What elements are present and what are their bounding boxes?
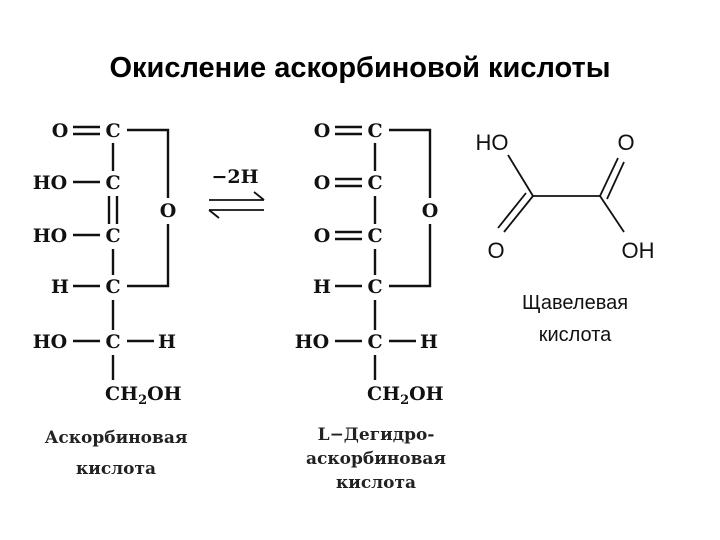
atom-ring-o: O [160,200,177,222]
dehydroascorbic-acid-caption-line1: L−Дегидро- [318,425,435,445]
page-title: Окисление аскорбиновой кислоты [109,52,611,84]
atom-c: C [367,225,382,247]
atom-o: O [314,225,331,247]
dehydroascorbic-acid-caption-line2: аскорбиновая [306,449,446,469]
atom-c: C [105,120,120,142]
atom-ch2oh: CH2OH [105,383,182,408]
atom-ch2oh: CH2OH [367,383,444,408]
atom-c: C [367,120,382,142]
ascorbic-acid-caption-line1: Аскорбиновая [45,428,188,448]
dehydroascorbic-acid-structure: O C O C O C H C HO C H CH2OH O [295,120,446,493]
atom-h: H [313,276,331,298]
ascorbic-acid-caption-line2: кислота [76,459,156,479]
ascorbic-acid-structure: O C HO C HO C H C HO C H CH2OH O [33,120,188,479]
atom-ring-o: O [422,200,439,222]
atom-ho: HO [476,130,509,155]
oxalic-acid-caption-line1: Щавелевая [522,292,628,314]
oxalic-acid-caption-line2: кислота [539,324,612,346]
atom-c: C [367,276,382,298]
atom-c: C [367,172,382,194]
atom-o: O [487,238,504,263]
atom-ho: HO [33,225,68,247]
oxalic-acid-structure: HO O O OH Щавелевая кислота [476,130,655,346]
atom-h: H [51,276,69,298]
equilibrium-arrows: −2H [208,166,265,219]
atom-o: O [617,130,634,155]
atom-c: C [367,331,382,353]
atom-c: C [105,276,120,298]
atom-c: C [105,172,120,194]
atom-c: C [105,331,120,353]
atom-ho: HO [33,331,68,353]
reaction-arrow-label: −2H [211,166,258,188]
atom-ho: HO [33,172,68,194]
dehydroascorbic-acid-caption-line3: кислота [336,473,416,493]
atom-h: H [158,331,176,353]
atom-o: O [314,120,331,142]
atom-ho: HO [295,331,330,353]
atom-oh: OH [622,238,655,263]
atom-o: O [314,172,331,194]
atom-h: H [420,331,438,353]
atom-o: O [52,120,69,142]
atom-c: C [105,225,120,247]
